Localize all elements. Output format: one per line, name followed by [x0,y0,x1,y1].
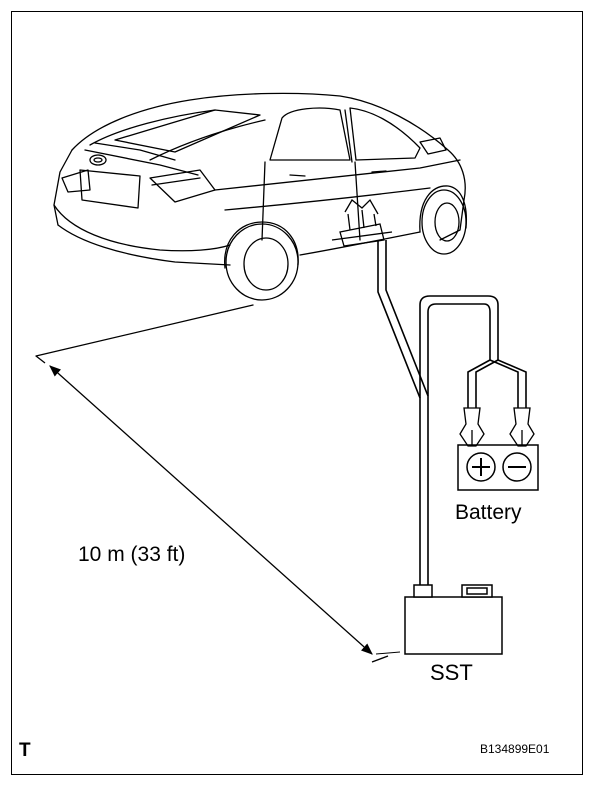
corner-mark: T [19,740,31,761]
car-icon [35,92,468,357]
battery-cable [419,295,527,408]
sst-label: SST [430,660,473,685]
figure-frame [11,11,583,775]
battery-label: Battery [455,501,522,524]
figure-code: B134899E01 [480,742,550,756]
connector-icon [331,198,393,247]
battery-icon [457,444,539,491]
battery-clamps [459,407,535,447]
sst-tool-icon [404,584,503,655]
sst-harness [377,240,429,590]
distance-label: 10 m (33 ft) [78,543,186,566]
distance-arrow [35,355,401,663]
